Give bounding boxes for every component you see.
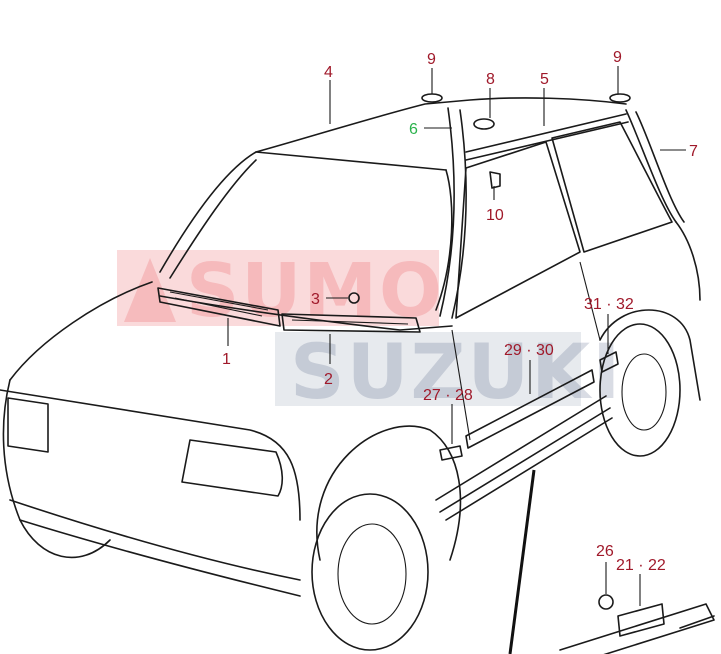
part-clip-26[interactable] <box>598 594 614 610</box>
label-part-9-right: 9 <box>613 49 622 66</box>
part-cap-9-right[interactable] <box>609 93 631 103</box>
label-part-3: 3 <box>311 291 320 308</box>
label-part-21-22: 21 · 22 <box>616 557 666 574</box>
vehicle-outline <box>0 97 701 651</box>
label-part-31-32: 31 · 32 <box>584 296 634 313</box>
callout-labels: 4 9 8 5 9 6 7 10 3 1 2 27 · 28 29 · 30 3… <box>222 49 698 574</box>
label-part-10: 10 <box>486 207 504 224</box>
watermark-logo-icon <box>124 258 176 322</box>
label-part-7: 7 <box>689 143 698 160</box>
label-part-2: 2 <box>324 371 333 388</box>
label-part-4: 4 <box>324 64 333 81</box>
label-part-5: 5 <box>540 71 549 88</box>
part-cowl-grille-right[interactable] <box>281 313 421 333</box>
leader-lines <box>227 66 686 606</box>
label-part-1: 1 <box>222 351 231 368</box>
part-sill-strip[interactable] <box>559 603 715 654</box>
part-pointer-line <box>508 469 536 654</box>
label-part-29-30: 29 · 30 <box>504 342 554 359</box>
label-part-9-left: 9 <box>427 51 436 68</box>
part-clip-8[interactable] <box>473 118 495 130</box>
part-cowl-grille-left[interactable] <box>157 287 281 327</box>
label-part-27-28: 27 · 28 <box>423 387 473 404</box>
part-molding-29-30[interactable] <box>465 369 595 449</box>
part-clip-3[interactable] <box>348 292 360 304</box>
part-clip-10[interactable] <box>489 171 501 189</box>
part-cap-9-left[interactable] <box>421 93 443 103</box>
watermark-word-2: SUZUKI <box>290 327 622 416</box>
label-part-6: 6 <box>409 121 418 138</box>
part-molding-31-32[interactable] <box>599 351 619 373</box>
label-part-26: 26 <box>596 543 614 560</box>
label-part-8: 8 <box>486 71 495 88</box>
part-sill-21-22[interactable] <box>617 603 665 637</box>
part-molding-27-28[interactable] <box>439 445 463 461</box>
